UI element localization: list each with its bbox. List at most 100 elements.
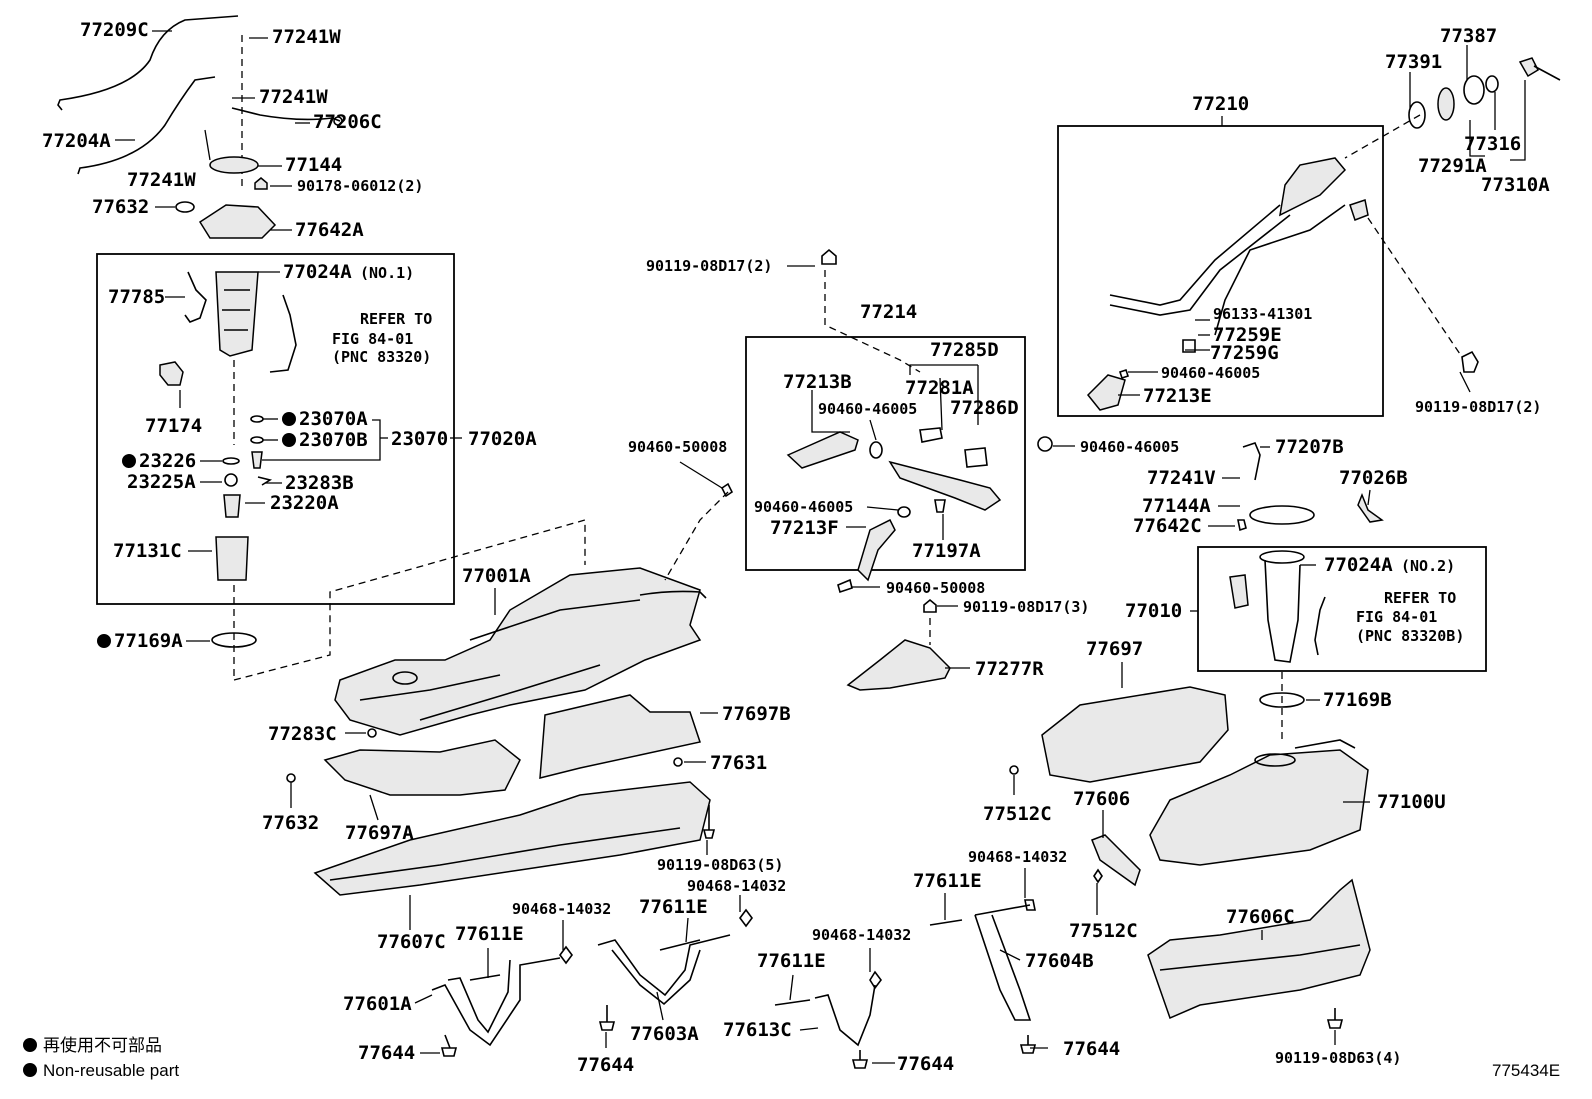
label-23283B: 23283B [285, 472, 354, 494]
non-reusable-mark [282, 412, 296, 426]
label-90460-50008-b: 90460-50008 [886, 579, 985, 597]
label-77277R: 77277R [975, 658, 1044, 680]
label-77131C: 77131C [113, 540, 182, 562]
label-77259E: 77259E [1213, 324, 1282, 346]
fuel-pump-no2 [1229, 442, 1384, 740]
label-77174: 77174 [145, 415, 202, 437]
label-77606: 77606 [1073, 788, 1130, 810]
label-23226: 23226 [139, 450, 196, 472]
label-77204A: 77204A [42, 130, 111, 152]
tank-band-77601A [431, 945, 573, 1057]
non-reusable-mark [97, 634, 111, 648]
label-77697: 77697 [1086, 638, 1143, 660]
legend-english: Non-reusable part [43, 1061, 179, 1080]
tank-band-77604B [929, 899, 1037, 1054]
label-77010: 77010 [1125, 600, 1182, 622]
fuel-pump-group-box-no2 [1197, 546, 1487, 672]
label-77611E-c: 77611E [757, 950, 826, 972]
label-77391: 77391 [1385, 51, 1442, 73]
label-90119-08D63-5: 90119-08D63(5) [657, 856, 783, 874]
filler-pipe-group-box-77210 [1057, 125, 1384, 417]
label-77644-d: 77644 [1063, 1038, 1120, 1060]
legend-bullet [23, 1063, 37, 1077]
label-90119-08D17-c: 90119-08D17(2) [1415, 398, 1541, 416]
heat-insulator-77697B [539, 694, 701, 779]
refer-to-line2: FIG 84-01 [332, 330, 413, 348]
fuel-tank-sub-77100U [1149, 739, 1369, 866]
label-77644-b: 77644 [577, 1054, 634, 1076]
label-77169A: 77169A [114, 630, 183, 652]
heat-insulator-77697A [323, 739, 521, 796]
label-77001A: 77001A [462, 565, 531, 587]
non-reusable-mark [282, 433, 296, 447]
label-90119-08D63-4: 90119-08D63(4) [1275, 1049, 1401, 1067]
label-77197A: 77197A [912, 540, 981, 562]
label-77207B: 77207B [1275, 436, 1344, 458]
part-labels: 77209C 77241W 77241W 77206C 77204A 77241… [42, 19, 1550, 1076]
label-77024A-no1: 77024A [283, 261, 352, 283]
label-90460-46005-b: 90460-46005 [754, 498, 853, 516]
tank-heat-insulator-77277R [846, 598, 951, 691]
leader-lines [115, 30, 1526, 1064]
label-90460-50008-a: 90460-50008 [628, 438, 727, 456]
pump-bracket-top [175, 156, 277, 239]
label-77642C: 77642C [1133, 515, 1202, 537]
legend: 再使用不可部品 Non-reusable part [23, 1035, 179, 1080]
heat-insulator-77697 [1041, 686, 1229, 783]
label-77241W-a: 77241W [272, 26, 341, 48]
label-77213B: 77213B [783, 371, 852, 393]
label-23070A: 23070A [299, 408, 368, 430]
label-77213F: 77213F [770, 517, 839, 539]
label-77606C: 77606C [1226, 906, 1295, 928]
fuel-pump-no1 [159, 271, 297, 680]
label-77632-a: 77632 [92, 196, 149, 218]
refer-to-2-line3: (PNC 83320B) [1356, 627, 1464, 645]
label-23070B: 23070B [299, 429, 368, 451]
label-77024A-no2-note: (NO.2) [1401, 557, 1455, 575]
label-77697A: 77697A [345, 822, 414, 844]
fuel-tank-main-77001A [334, 567, 707, 736]
label-77241W-b: 77241W [259, 86, 328, 108]
label-77613C: 77613C [723, 1019, 792, 1041]
legend-bullet [23, 1038, 37, 1052]
legend-japanese: 再使用不可部品 [43, 1035, 162, 1055]
refer-to-line3: (PNC 83320) [332, 348, 431, 366]
label-77213E: 77213E [1143, 385, 1212, 407]
label-77286D: 77286D [950, 397, 1019, 419]
label-77512C-b: 77512C [1069, 920, 1138, 942]
fuel-pipe-group-box-77214 [745, 336, 1026, 571]
label-90468-14032-d: 90468-14032 [968, 848, 1067, 866]
refer-to-2-line2: FIG 84-01 [1356, 608, 1437, 626]
label-90468-14032-b: 90468-14032 [687, 877, 786, 895]
fuel-pump-group-box-no1 [96, 253, 455, 605]
label-77210: 77210 [1192, 93, 1249, 115]
filler-pipe-assembly [1086, 157, 1369, 411]
fuel-pipe-assembly [786, 427, 1002, 594]
label-77144A: 77144A [1142, 495, 1211, 517]
label-77611E-d: 77611E [913, 870, 982, 892]
label-77024A-no1-note: (NO.1) [360, 264, 414, 282]
label-77611E-a: 77611E [639, 896, 708, 918]
label-77642A: 77642A [295, 219, 364, 241]
label-90468-14032-a: 90468-14032 [512, 900, 611, 918]
label-77644-a: 77644 [358, 1042, 415, 1064]
figure-id: 775434E [1492, 1061, 1560, 1080]
label-90460-46005-d: 90460-46005 [1080, 438, 1179, 456]
filler-cap-parts [1408, 57, 1561, 129]
label-77291A: 77291A [1418, 155, 1487, 177]
label-77316: 77316 [1464, 133, 1521, 155]
label-90178-06012: 90178-06012(2) [297, 177, 423, 195]
tank-band-77613C [774, 970, 882, 1069]
tank-protector-77606C [1147, 878, 1371, 1020]
label-77632-b: 77632 [262, 812, 319, 834]
label-90460-46005-c: 90460-46005 [1161, 364, 1260, 382]
refer-to-line1: REFER TO [360, 310, 432, 328]
label-96133-41301: 96133-41301 [1213, 305, 1312, 323]
label-77144: 77144 [285, 154, 342, 176]
label-23070: 23070 [391, 428, 448, 450]
label-77603A: 77603A [630, 1023, 699, 1045]
label-77026B: 77026B [1339, 467, 1408, 489]
label-77644-c: 77644 [897, 1053, 954, 1075]
refer-to-2-line1: REFER TO [1384, 589, 1456, 607]
